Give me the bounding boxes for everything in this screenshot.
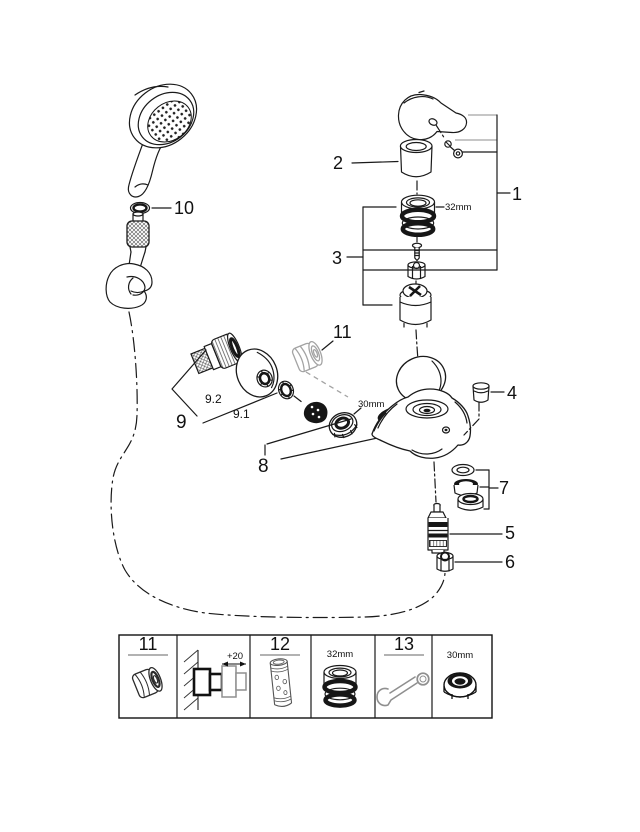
cartridge-screw xyxy=(411,242,423,262)
part-2-cap xyxy=(399,138,433,178)
callout-5: 5 xyxy=(505,523,515,543)
callout-10: 10 xyxy=(174,198,194,218)
leader-30mm xyxy=(353,407,362,415)
part-11-cap xyxy=(291,340,323,373)
cartridge-assembly: 32mm xyxy=(332,180,498,398)
lever-handle xyxy=(397,90,468,141)
callout-9-2: 9.2 xyxy=(205,392,222,406)
callout-9: 9 xyxy=(176,412,187,433)
callout-4: 4 xyxy=(507,383,517,403)
gasket-ring xyxy=(277,380,295,400)
callout-1: 1 xyxy=(512,184,522,204)
callout-3: 3 xyxy=(332,248,342,268)
spray-face xyxy=(147,100,192,143)
bracket-9 xyxy=(171,349,278,424)
legend-label-12: 12 xyxy=(270,634,290,654)
legend-label-11: 11 xyxy=(139,634,158,654)
legend-dimension-32mm: 32mm xyxy=(327,649,353,660)
cartridge xyxy=(399,283,432,328)
wrench-icon xyxy=(376,672,430,707)
extension-tube-icon xyxy=(269,658,293,707)
shower-handle-mark xyxy=(134,183,149,188)
hand-shower-assembly: 10 xyxy=(105,83,446,619)
wall-mount-extension-icon xyxy=(183,649,247,711)
hose-connector xyxy=(126,211,150,269)
mixer-body xyxy=(371,388,472,459)
callout-6: 6 xyxy=(505,552,515,572)
callout-11: 11 xyxy=(333,322,352,342)
leader-2 xyxy=(351,160,399,164)
part-9-1-escutcheon xyxy=(235,348,279,398)
bracket-1 xyxy=(455,114,511,271)
legend-dimension-30mm: 30mm xyxy=(447,650,473,661)
dimension-32mm: 32mm xyxy=(445,202,471,213)
handle-assembly: 2 1 xyxy=(333,90,522,271)
legend-cell-part-11: 11 xyxy=(128,634,168,699)
legend-cell-wall-extension: +20 xyxy=(183,649,247,711)
callout-7: 7 xyxy=(499,478,509,498)
legend-cell-cartridge-ring: 32mm xyxy=(322,649,358,708)
handle-screw xyxy=(435,124,464,159)
cap-nut-icon xyxy=(131,666,163,699)
ghost-line-11 xyxy=(305,371,349,398)
callout-8: 8 xyxy=(258,456,269,477)
cartridge-nut xyxy=(407,261,426,280)
legend-label-13: 13 xyxy=(394,634,414,654)
wall-union-group: 9.2 9.1 9 11 xyxy=(171,322,397,477)
dimension-30mm: 30mm xyxy=(358,399,384,410)
faucet-body-group: 4 7 xyxy=(371,355,517,572)
legend-cell-part-13: 13 xyxy=(376,634,430,707)
legend-table: 11 +20 xyxy=(118,634,493,719)
leader-11 xyxy=(321,340,334,351)
legend-cell-part-12: 12 xyxy=(260,634,300,707)
shower-holder xyxy=(105,262,153,309)
cartridge-ring-icon xyxy=(322,664,358,708)
bracket-7 xyxy=(475,469,499,510)
part-4-plug xyxy=(463,382,490,436)
legend-cell-union-nut: 30mm xyxy=(443,650,477,699)
mousseur-dome xyxy=(293,395,328,424)
part-7-rings xyxy=(451,463,484,511)
shower-handle xyxy=(127,138,166,198)
part-9-2-union xyxy=(190,332,243,375)
callout-2: 2 xyxy=(333,153,343,173)
callout-9-1: 9.1 xyxy=(233,407,250,421)
part-6-nut xyxy=(436,551,454,572)
legend-dimension-plus20: +20 xyxy=(227,651,243,662)
union-nut-icon xyxy=(443,672,477,699)
shower-hose xyxy=(110,311,446,619)
part-5-diverter xyxy=(427,502,449,554)
bracket-3 xyxy=(346,206,498,306)
cartridge-ring-32mm xyxy=(399,194,437,238)
